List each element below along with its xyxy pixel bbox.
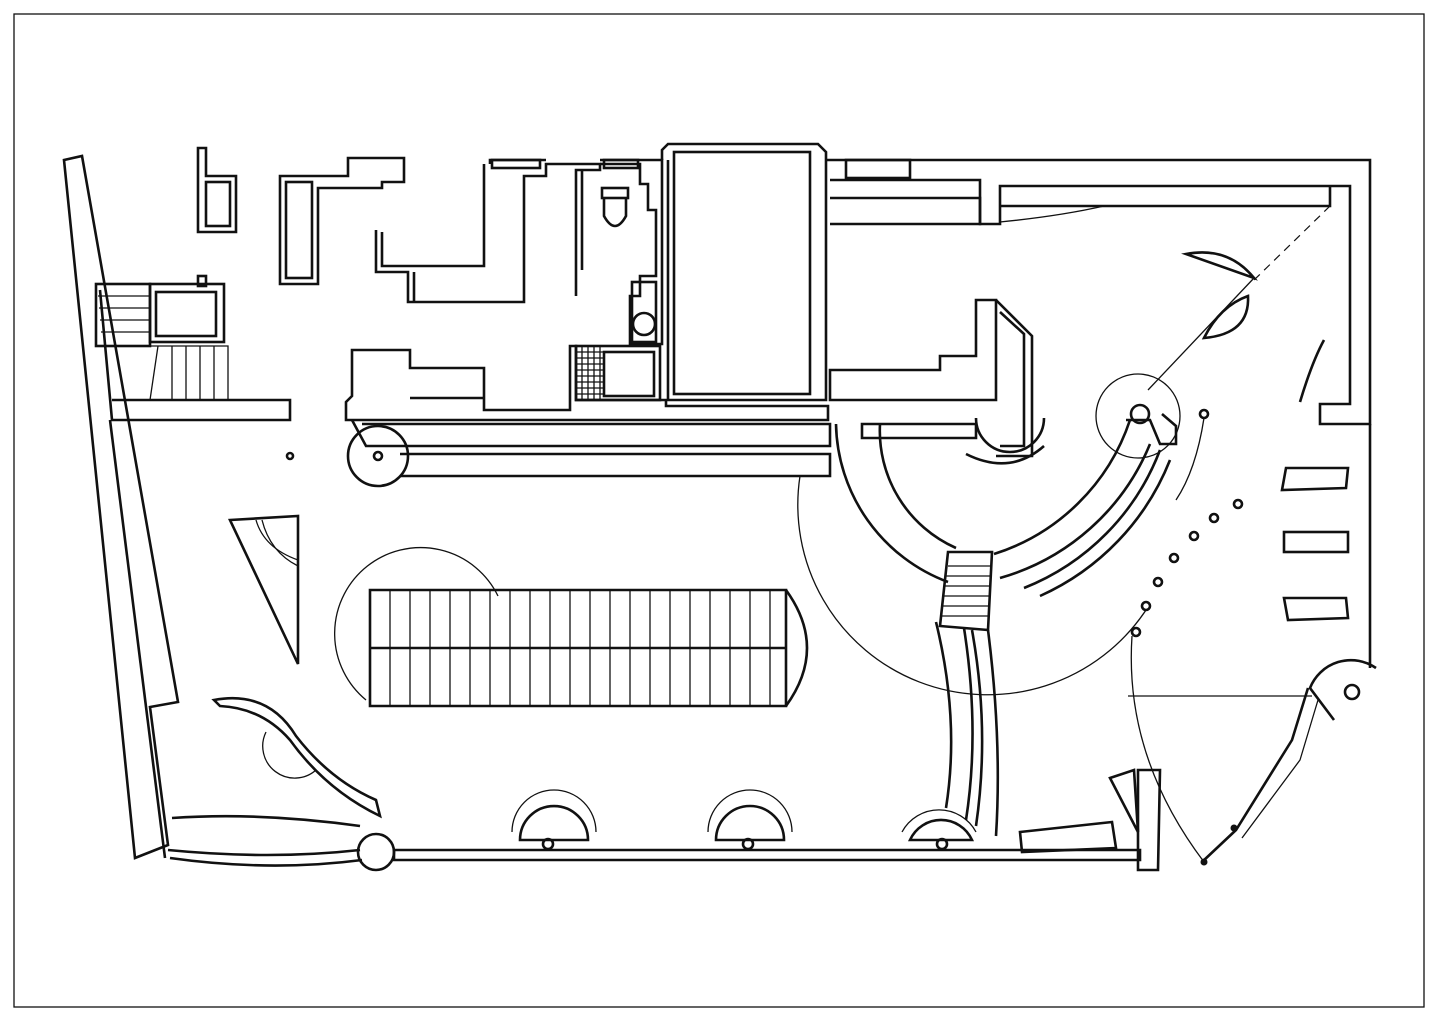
arc-steps [938,550,994,632]
left-exterior-wall [62,154,292,860]
door-hinge-dot-2 [1200,858,1208,866]
light-point [1140,600,1152,612]
light-point [1130,626,1142,638]
light-point [1188,530,1200,542]
round-column-east [1308,658,1377,721]
toilet-room [600,158,664,346]
door-hinge-dot-1 [1230,824,1238,832]
display-niche-1 [511,789,597,851]
east-wall [1201,339,1372,863]
east-bay-room [828,298,1034,458]
sheet-border [13,13,1425,1008]
display-shelves [1280,466,1350,622]
curved-partition-south [934,621,1000,837]
column-pier-top-left [196,146,238,234]
service-block-west [278,156,406,286]
spiral-staircase [993,373,1181,598]
column-marker [285,451,295,461]
north-east-room [826,158,1372,426]
north-central-room [660,142,828,402]
service-rooms-north [374,158,602,304]
light-point [1152,576,1164,588]
door-west-lower [211,696,382,819]
central-staircase [334,547,809,708]
light-arc-line [1175,417,1205,501]
stair-treads [389,590,771,706]
counter-block [344,344,830,422]
entrance-door-upper [1147,251,1258,391]
door-west-upper [228,514,300,665]
shower-tiled [574,344,662,402]
light-point [1198,408,1210,420]
light-point [1232,498,1244,510]
entrance-door-lower [1108,635,1312,863]
display-niche-2 [707,789,793,851]
light-points-arc [1130,408,1244,638]
south-wall [167,768,1162,872]
light-point [1168,552,1180,564]
curved-partition-central [797,417,1147,696]
light-point [1208,512,1220,524]
washbasin-fixture [630,280,658,344]
entry-staircase [94,274,229,401]
display-niche-3 [901,809,977,851]
toilet-fixture [600,186,630,228]
corridor-wall-north [346,419,832,488]
